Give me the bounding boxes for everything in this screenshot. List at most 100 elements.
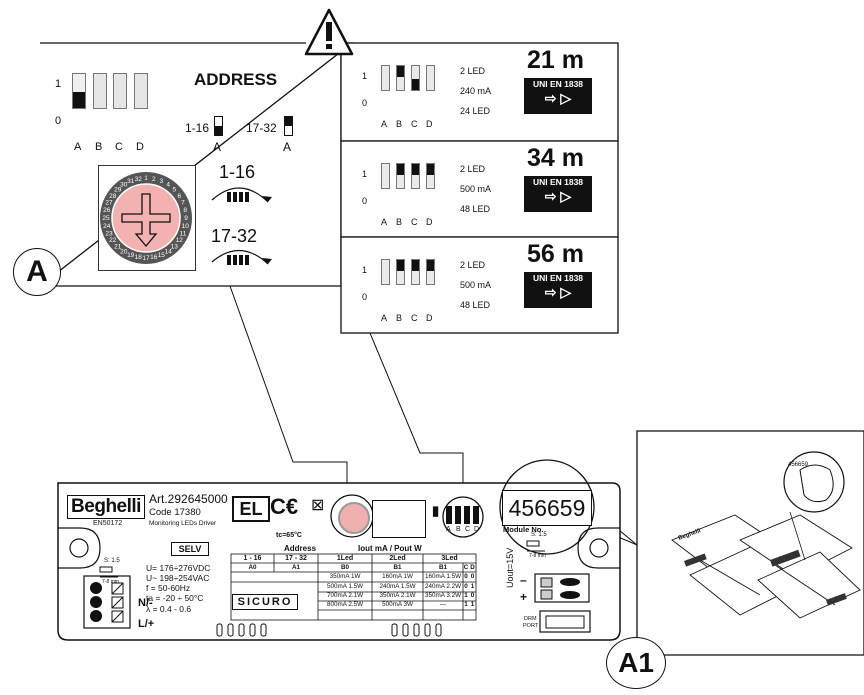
callout-a1-label: A1 (618, 647, 654, 678)
col-3led: 3Led (441, 555, 458, 562)
strip-bottom-right: 7-8 mm (529, 553, 546, 559)
table-cell: 240mA 1.5W (379, 583, 416, 590)
dip-switch-a[interactable] (72, 73, 86, 109)
table-cell: 160mA 1.5W (424, 573, 462, 580)
dip-switch-b[interactable] (93, 73, 107, 109)
current-value: 240 mA (460, 86, 492, 96)
col-d: D (470, 564, 475, 571)
rotary-range-high: 17-32 (211, 226, 258, 246)
row-on: 1 (362, 265, 368, 275)
strip-top-left: S: 1.5 (104, 558, 120, 564)
device-dip-b: B (456, 526, 461, 533)
weee-bin-icon: ⊠ (311, 497, 325, 514)
strip-length-icon-left (99, 566, 118, 578)
code-number: Code 17380 (149, 507, 201, 518)
dip-switch-a[interactable] (381, 65, 390, 91)
callout-a1: A1 (606, 637, 666, 689)
device-rotary[interactable] (338, 502, 370, 534)
col-addr-1: 1 - 16 (243, 555, 262, 562)
row-off: 0 (362, 196, 368, 206)
module-number-box: 456659 (502, 490, 592, 526)
dip-label: A (381, 119, 388, 129)
table-cell: 160mA 1W (382, 573, 413, 580)
dip-switch-d[interactable] (134, 73, 148, 109)
dip-switch-c[interactable] (411, 163, 420, 189)
spec-vdc: U= 176÷276VDC (146, 563, 211, 573)
table-cell: 1 (464, 592, 468, 599)
switch-high-letter: A (283, 140, 292, 154)
switch-high-icon (284, 116, 293, 136)
dip-label: B (396, 119, 403, 129)
switch-low-letter: A (213, 140, 222, 154)
row-off: 0 (362, 292, 368, 302)
distance-value: 34 m (527, 144, 584, 172)
minus-sign: – (520, 573, 527, 587)
row-label-off: 0 (55, 115, 62, 127)
emergency-exit-icon: ⇨ ▷ (544, 188, 572, 204)
dip-switch-b[interactable] (396, 65, 405, 91)
device-dip-d: D (474, 526, 480, 533)
dip-label: A (381, 313, 388, 323)
switch-low-icon (214, 116, 223, 136)
led-count-2: 2 LED (460, 164, 486, 174)
table-cell: 240mA 2.2W (424, 583, 462, 590)
art-number: Art.292645000 (149, 492, 228, 506)
dip-label-d: D (136, 141, 144, 153)
device-subtitle: Monitoring LEDs Driver (149, 520, 217, 527)
emergency-exit-icon: ⇨ ▷ (544, 90, 572, 106)
dip-label: D (426, 119, 433, 129)
table-cell: 500mA 1.5W (326, 583, 364, 590)
iout-header: Iout mA / Pout W (358, 544, 422, 553)
el-mark: EL (232, 496, 270, 522)
module-label: Module No. (503, 525, 544, 534)
table-cell: 0 (464, 573, 468, 580)
uni-label: UNI EN 1838 (532, 177, 584, 187)
led-count-2: 2 LED (460, 260, 486, 270)
port-label: PORT (523, 623, 539, 629)
range-low-label: 1-16 (185, 121, 210, 135)
dip-switch-b[interactable] (396, 259, 405, 285)
rotary-range-low: 1-16 (219, 162, 256, 182)
table-cell: 350mA 2.1W (379, 592, 416, 599)
spec-lambda: λ = 0.4 - 0.6 (146, 604, 192, 614)
dip-switch-c[interactable] (411, 259, 420, 285)
dip-switch-c[interactable] (411, 65, 420, 91)
ce-mark: C€ (270, 494, 299, 519)
dip-label-b: B (95, 141, 103, 153)
range-high-label: 17-32 (246, 121, 277, 135)
table-cell: 700mA 2.1W (326, 592, 364, 599)
dip-switch-c[interactable] (113, 73, 127, 109)
sub-a1: A1 (291, 564, 301, 571)
dip-switch-a[interactable] (381, 259, 390, 285)
dip-switch-d[interactable] (426, 163, 435, 189)
drm-label: DRM (524, 616, 537, 622)
dip-switch-b[interactable] (396, 163, 405, 189)
device-dip-block[interactable] (372, 500, 426, 538)
callout-a-label: A (26, 255, 48, 288)
terminal-n: N/- (138, 597, 153, 609)
col-2led: 2Led (389, 555, 406, 562)
table-cell: 350mA 1W (329, 573, 361, 580)
dip-label: D (426, 313, 433, 323)
device-dip-switches[interactable] (446, 506, 480, 524)
led-count-2: 2 LED (460, 66, 486, 76)
dip-label: A (381, 217, 388, 227)
spec-ta: ta = -20 ÷ 50°C (146, 593, 204, 603)
table-cell: 1 (464, 601, 468, 608)
sub-a0: A0 (248, 564, 257, 571)
row-off: 0 (362, 98, 368, 108)
table-cell: 0 (464, 583, 468, 590)
dip-switch-d[interactable] (426, 65, 435, 91)
current-value: 500 mA (460, 184, 492, 194)
dip-switch-a[interactable] (381, 163, 390, 189)
dip-switch-d[interactable] (426, 259, 435, 285)
terminal-l: L/+ (138, 618, 155, 630)
col-c: C (463, 564, 469, 571)
dip-label: B (396, 313, 403, 323)
dip-label-a: A (74, 141, 82, 153)
led-count-total: 24 LED (460, 106, 491, 116)
row-on: 1 (362, 71, 368, 81)
table-cell: 1 (470, 601, 475, 608)
